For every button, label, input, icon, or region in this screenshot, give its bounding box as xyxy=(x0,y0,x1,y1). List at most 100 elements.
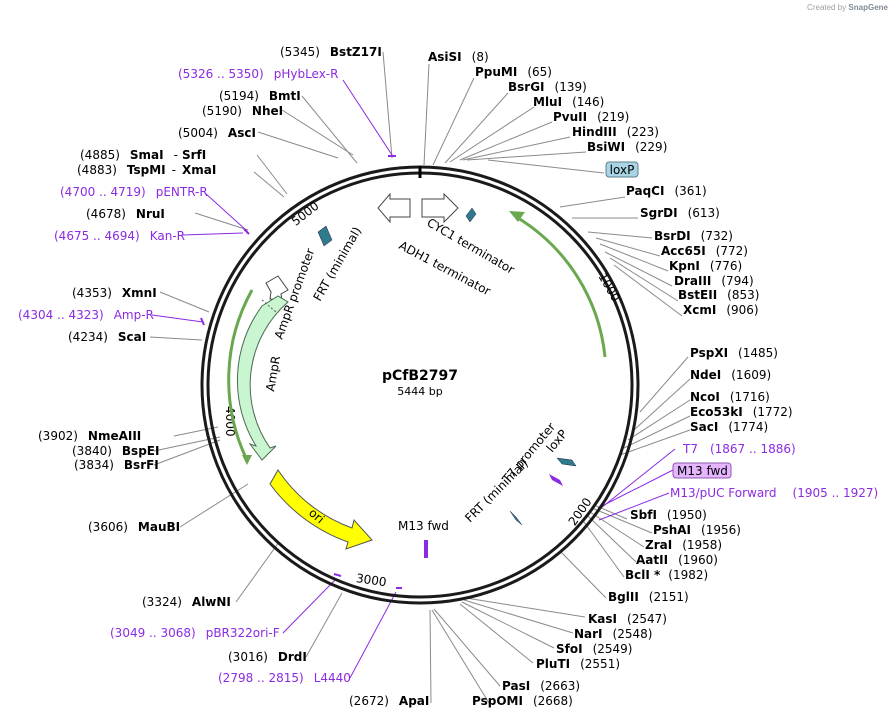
site-name-ndei: NdeI xyxy=(690,368,721,382)
site-label: (4678)NruI xyxy=(86,207,165,221)
site-label: PasI(2663) xyxy=(502,679,580,693)
site-label: (5190)NheI xyxy=(202,104,283,118)
site-pos-ppumi: (65) xyxy=(527,65,552,79)
site-pos-zrai: (1958) xyxy=(682,538,722,552)
site-name-alwni: AlwNI xyxy=(192,595,231,609)
site-name-kpni: KpnI xyxy=(669,259,700,273)
site-name-pspomi: PspOMI xyxy=(472,694,523,708)
site-pos-pspomi: (2668) xyxy=(533,694,573,708)
site-label: (4883)TspMI-XmaI xyxy=(77,163,216,177)
site-pos-aatii: (1960) xyxy=(678,553,718,567)
site-pos-acc65i: (772) xyxy=(716,244,748,258)
site-name-nrui: NruI xyxy=(136,207,165,221)
frt-minimal-marker-left xyxy=(317,225,333,247)
site-labels: AsiSI(8) PpuMI(65) BsrGI(139) MluI(146) … xyxy=(18,45,878,708)
site-pos-alwni: (3324) xyxy=(142,595,182,609)
primer-label: (5326 .. 5350)pHybLex-R xyxy=(178,67,338,81)
tick-label-3000: 3000 xyxy=(355,571,387,589)
tick-label-4000: 4000 xyxy=(223,406,237,437)
site-label: (3840)BspEI xyxy=(72,444,159,458)
site-label: Eco53kI(1772) xyxy=(690,405,793,419)
site-label: AsiSI(8) xyxy=(428,50,489,64)
site-pos-paqci: (361) xyxy=(674,184,706,198)
site-pos-draiii: (794) xyxy=(721,274,753,288)
site-pos-hindiii: (223) xyxy=(627,125,659,139)
primer-leader-lines xyxy=(151,79,676,679)
site-name-bsrdi: BsrDI xyxy=(654,229,691,243)
site-pos-bstz17i: (5345) xyxy=(280,45,320,59)
site-pos-nhei: (5190) xyxy=(202,104,242,118)
primer-ticks xyxy=(200,155,402,589)
primer-label: (3049 .. 3068)pBR322ori-F xyxy=(110,626,280,640)
site-name-kasi: KasI xyxy=(588,612,617,626)
site-name-saci: SacI xyxy=(690,420,718,434)
ampr-cds-arrow xyxy=(236,295,289,461)
site-label: PshAI(1956) xyxy=(653,523,741,537)
site-pos-eco53ki: (1772) xyxy=(753,405,793,419)
m13-fwd-marker xyxy=(424,540,428,558)
site-label: (4353)XmnI xyxy=(72,286,157,300)
tick-label-5000: 5000 xyxy=(289,199,322,229)
primer-label: (4700 .. 4719)pENTR-R xyxy=(60,185,208,199)
site-label: PspXI(1485) xyxy=(690,346,778,360)
site-label: (5004)AscI xyxy=(178,126,256,140)
site-pos-tspmi: (4883) xyxy=(77,163,117,177)
primer-range-pentr-r: (4700 .. 4719) xyxy=(60,185,146,199)
primer-name-amp-r: Amp-R xyxy=(114,308,154,322)
primer-range-m13-puc-forward: (1905 .. 1927) xyxy=(793,486,879,500)
site-label: NarI(2548) xyxy=(574,627,652,641)
site-pos-maubi: (3606) xyxy=(88,520,128,534)
loxp-box-label: loxP xyxy=(610,163,635,177)
site-name-sgrdi: SgrDI xyxy=(640,206,678,220)
site-pos-bsrfi: (3834) xyxy=(74,458,114,472)
site-pos-sgrdi: (613) xyxy=(688,206,720,220)
site-pos-pluti: (2551) xyxy=(580,657,620,671)
site-pos-pspxi: (1485) xyxy=(738,346,778,360)
orf-arrowhead-left xyxy=(242,455,252,465)
primer-label: T7 (1867 .. 1886) xyxy=(682,442,796,456)
site-label: PpuMI(65) xyxy=(475,65,552,79)
primer-name-t7: T7 xyxy=(682,442,698,456)
loxp-marker-top xyxy=(465,207,477,223)
site-pos-xcmi: (906) xyxy=(726,303,758,317)
site-name-tspmi: TspMI xyxy=(127,163,166,177)
primer-name-l4440: L4440 xyxy=(314,671,351,685)
site-name-bstz17i: BstZ17I xyxy=(330,45,382,59)
site-label: PaqCI(361) xyxy=(626,184,707,198)
site-pos-bcli: (1982) xyxy=(668,568,708,582)
primer-range-t7: (1867 .. 1886) xyxy=(710,442,796,456)
loxp-marker-right xyxy=(556,457,577,467)
site-pos-smai: (4885) xyxy=(80,148,120,162)
site-label: NdeI(1609) xyxy=(690,368,771,382)
watermark-brand: SnapGene xyxy=(848,3,888,12)
site-label: PspOMI (2668) xyxy=(472,694,573,708)
loxp-box xyxy=(605,161,639,178)
leader-lines xyxy=(149,51,691,704)
primer-name-m13-puc-forward: M13/pUC Forward xyxy=(670,486,777,500)
site-name-draiii: DraIII xyxy=(674,274,711,288)
site-pos-nari: (2548) xyxy=(613,627,653,641)
primer-name-m13-fwd: M13 fwd xyxy=(677,464,728,478)
site-pos-pasi: (2663) xyxy=(540,679,580,693)
site-label: DraIII (794) xyxy=(674,274,754,288)
site-pos-bspei: (3840) xyxy=(72,444,112,458)
site-label: BsrGI(139) xyxy=(508,80,587,94)
site-label: XcmI(906) xyxy=(683,303,759,317)
site-name-asci: AscI xyxy=(228,126,256,140)
site-name-aatii: AatII xyxy=(636,553,668,567)
site-label: BglII(2151) xyxy=(608,590,689,604)
site-pos-bmti: (5194) xyxy=(219,89,259,103)
ampr-promoter-arrow xyxy=(265,275,289,301)
primer-tick-kan-r xyxy=(243,228,250,235)
site-label: PluTI(2551) xyxy=(536,657,620,671)
site-label: PvuII(219) xyxy=(553,110,629,124)
site-name-asisi: AsiSI xyxy=(428,50,462,64)
primer-range-l4440: (2798 .. 2815) xyxy=(218,671,304,685)
site-label: (3016)DrdI xyxy=(228,650,307,664)
site-name-sfoi: SfoI xyxy=(556,642,583,656)
site-pos-apai: (2672) xyxy=(349,694,389,708)
primer-label: (4675 .. 4694)Kan-R xyxy=(54,229,185,243)
site-label: SgrDI (613) xyxy=(640,206,720,220)
site-pos-bsrdi: (732) xyxy=(701,229,733,243)
ori-arrow xyxy=(269,469,373,550)
